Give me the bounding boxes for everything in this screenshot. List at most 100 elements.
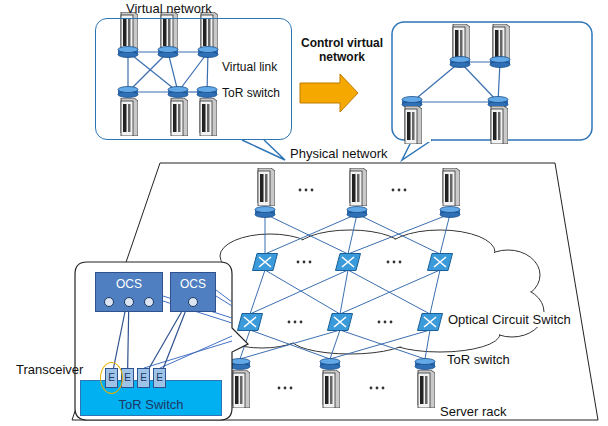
switch-icon [490, 57, 510, 68]
node-text: E [154, 369, 165, 387]
switch-icon [440, 207, 460, 218]
virtual-link [460, 62, 498, 102]
physical-link [425, 330, 430, 359]
ellipsis-dot [284, 387, 287, 390]
ellipsis-dot [305, 189, 308, 192]
fiber-line [216, 296, 232, 306]
ellipsis-dot [299, 189, 302, 192]
ellipsis-dot [382, 387, 385, 390]
switch-label: Optical Circuit Switch [446, 312, 573, 327]
fiber-connector [127, 312, 129, 368]
ellipsis-dot [311, 189, 314, 192]
ellipsis-dot [404, 189, 407, 192]
node-text: ToR Switch [81, 381, 221, 412]
switch-icon [230, 359, 250, 370]
switch-icon [198, 47, 218, 58]
ellipsis-dot [399, 261, 402, 264]
server-icon [171, 98, 188, 136]
ellipsis-dot [309, 261, 312, 264]
ellipsis-dot [376, 387, 379, 390]
switch-icon [450, 57, 470, 68]
virtual-link [498, 62, 500, 102]
balloon-box: Virtual network [95, 18, 292, 140]
virtual-link [128, 52, 168, 92]
fiber-connector [163, 312, 185, 368]
ellipsis-dot [294, 321, 297, 324]
virtual-link [207, 52, 208, 92]
inset-balloon [75, 262, 248, 420]
fiber-connector [114, 312, 125, 368]
switch-label: ToR switch [447, 352, 510, 367]
virtual-link [127, 52, 128, 92]
control-arrow [300, 74, 358, 112]
switch-icon [320, 359, 340, 370]
physical-link [265, 270, 340, 314]
node-text: OCS [171, 273, 215, 291]
switch-icon [168, 87, 188, 98]
node-text: Physical network [290, 146, 602, 161]
server-icon [350, 168, 367, 206]
switch-icon [158, 47, 178, 58]
balloon-tail [242, 140, 285, 160]
physical-link [348, 214, 450, 254]
physical-link [340, 330, 425, 359]
virtual-link [128, 52, 178, 92]
ellipsis-dot [278, 387, 281, 390]
transceiver-box: E [121, 368, 134, 388]
ellipsis-dot [303, 261, 306, 264]
node-text: E [122, 369, 133, 387]
switch-icon [415, 359, 435, 370]
physical-link [265, 214, 266, 254]
physical-link [440, 214, 450, 254]
switch-label: ToR switch [222, 86, 280, 101]
server-icon [121, 98, 138, 136]
ellipsis-dot [393, 261, 396, 264]
virtual-link [412, 62, 460, 102]
server-icon [443, 168, 460, 206]
ellipsis-dot [398, 189, 401, 192]
virtual-link [178, 52, 208, 92]
server-icon [258, 168, 275, 206]
port-circle [124, 297, 134, 307]
physical-link [265, 214, 348, 254]
band-outline-shape [72, 163, 598, 420]
virtual-link [412, 101, 498, 102]
server-icon [491, 106, 508, 144]
ocs-icon [253, 254, 278, 271]
virtual-link [168, 52, 178, 92]
physical-link [348, 214, 357, 254]
ellipsis-dot [392, 189, 395, 192]
transceiver-box: E [153, 368, 166, 388]
node-text: E [106, 369, 117, 387]
ocs-icon [428, 254, 453, 271]
server-icon [200, 98, 217, 136]
ellipsis-dot [390, 321, 393, 324]
server-icon [233, 370, 250, 408]
ocs-box: OCS [95, 272, 163, 312]
link-label: Virtual link [222, 60, 277, 75]
ellipsis-dot [378, 321, 381, 324]
port-circle [144, 297, 154, 307]
physical-link [250, 270, 348, 314]
ellipsis-dot [370, 387, 373, 390]
ellipsis-dot [297, 261, 300, 264]
ellipsis-dot [387, 261, 390, 264]
physical-link [330, 330, 340, 359]
switch-icon [118, 87, 138, 98]
ocs-icon [328, 314, 353, 331]
ellipsis-dot [290, 387, 293, 390]
physical-link [430, 270, 440, 314]
switch-icon [197, 87, 217, 98]
switch-icon [402, 97, 422, 108]
fiber-connector [149, 312, 181, 368]
fiber-line [216, 290, 232, 302]
switch-icon [347, 207, 367, 218]
ellipsis-dot [300, 321, 303, 324]
server-icon [405, 106, 422, 144]
part-label: Transceiver [16, 362, 83, 377]
switch-icon [118, 47, 138, 58]
ocs-icon [238, 314, 263, 331]
node-text: Virtual network [126, 1, 291, 16]
